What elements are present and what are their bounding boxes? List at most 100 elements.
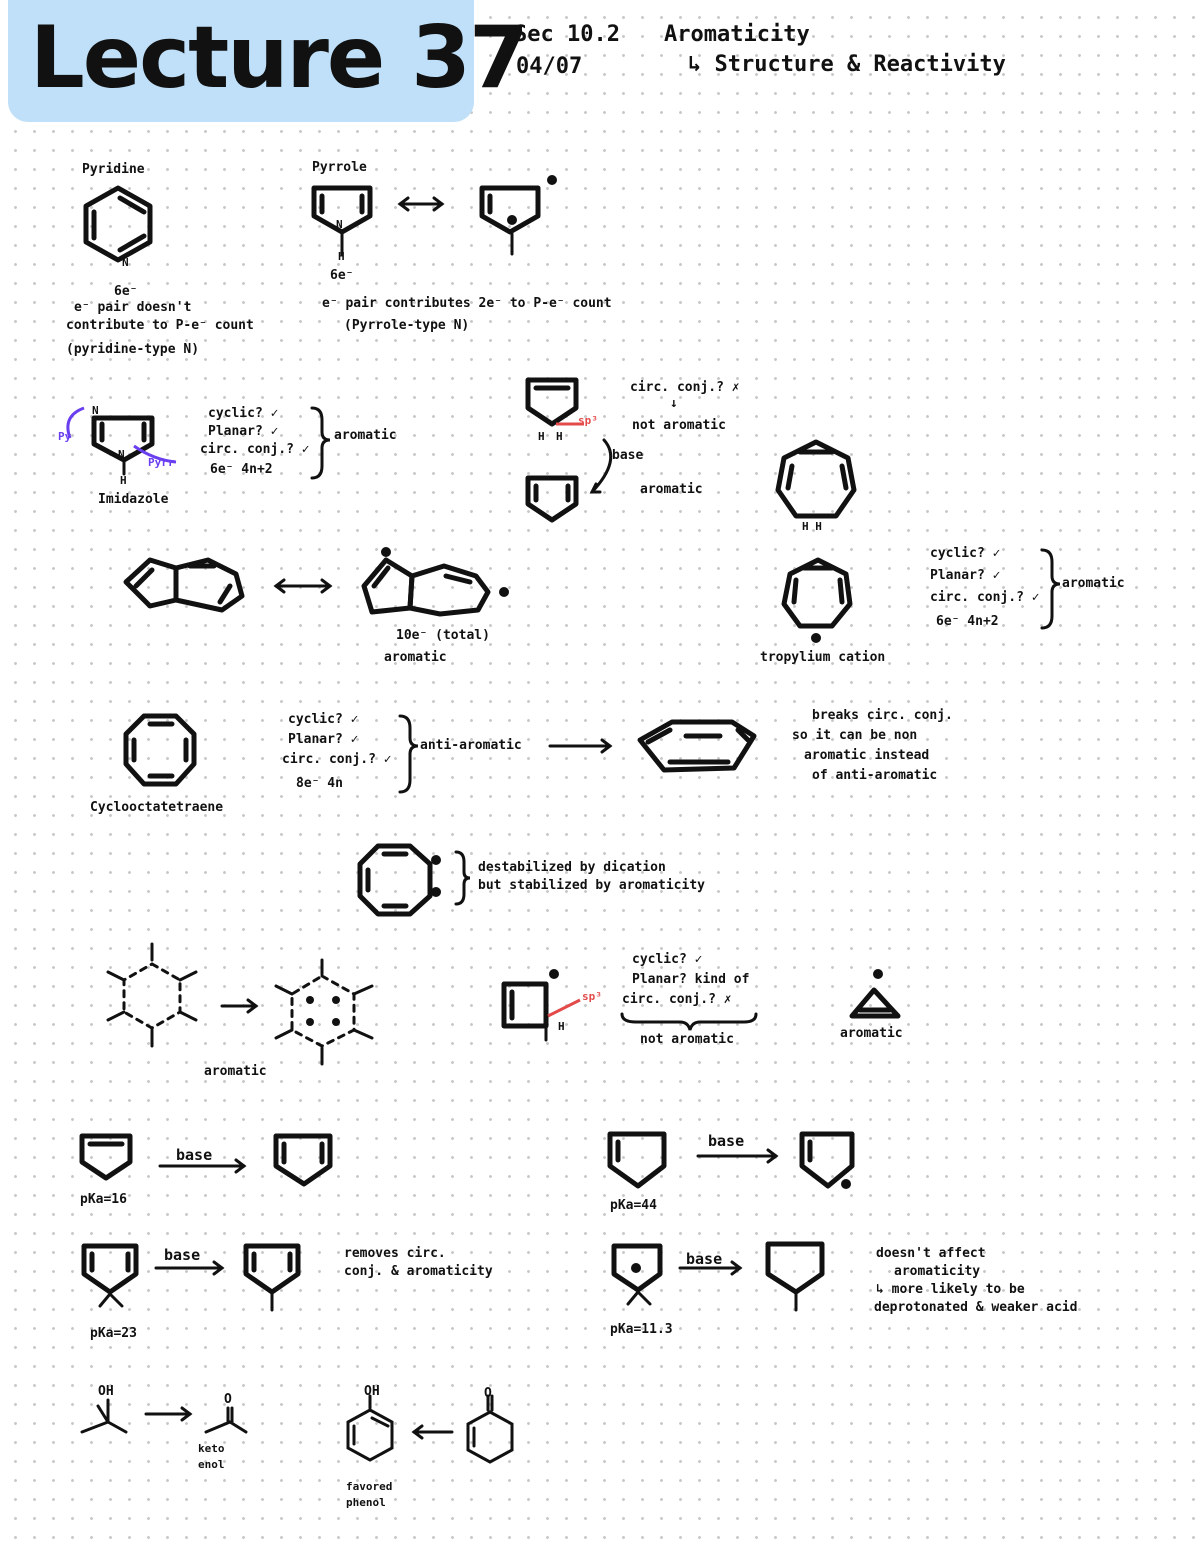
cyclooctatetraene-structure xyxy=(123,713,197,787)
cyclopentadiene-sp3-label: sp³ xyxy=(578,414,598,427)
imidazole-check-cyclic: cyclic? ✓ xyxy=(208,406,279,421)
pka-label-1: pKa=16 xyxy=(80,1192,127,1207)
pyrrole-note-1: e⁻ pair contributes 2e⁻ to P-e⁻ count xyxy=(322,296,612,311)
imidazole-check-planar: Planar? ✓ xyxy=(208,424,279,439)
keto-label-2: enol xyxy=(198,1458,225,1471)
pyridine-structure xyxy=(83,185,153,263)
cyclopentadiene-verdict: not aromatic xyxy=(632,418,726,433)
tropylium-check-conj: circ. conj.? ✓ xyxy=(930,590,1040,605)
pyrrole-electron-count: 6e⁻ xyxy=(330,268,354,283)
cyclobutene-verdict: not aromatic xyxy=(640,1032,734,1047)
cycloheptatriene-h-label: H H xyxy=(802,520,822,533)
phenol-oh-label: OH xyxy=(364,1384,380,1399)
pyrrole-deprotonation xyxy=(81,1243,301,1312)
page-title: Lecture 37 xyxy=(30,8,529,108)
pyrrole-acid-note-2: conj. & aromaticity xyxy=(344,1264,493,1279)
pyrrole-acid-note-1: removes circ. xyxy=(344,1246,446,1261)
section-number: Sec 10.2 xyxy=(514,22,620,47)
pyridine-label: Pyridine xyxy=(82,162,145,177)
subtopic-title: ↳ Structure & Reactivity xyxy=(688,52,1006,77)
cyclobutene-check-planar: Planar? kind of xyxy=(632,972,750,987)
cot-verdict: anti-aromatic xyxy=(420,738,522,753)
pyrrole-note-2: (Pyrrole-type N) xyxy=(344,318,470,333)
topic-title: Aromaticity xyxy=(664,22,810,47)
cyclopentadiene-conj-check: circ. conj.? ✗ xyxy=(630,380,740,395)
cyclobutene-sp3-label: sp³ xyxy=(582,990,602,1003)
phenol-label-2: phenol xyxy=(346,1496,386,1509)
base-label-1: base xyxy=(176,1146,213,1164)
cyclopentene-deprotonation xyxy=(607,1131,855,1189)
base-label-3: base xyxy=(164,1246,201,1264)
azulene-verdict: aromatic xyxy=(384,650,447,665)
cyclopentadienyl-verdict: aromatic xyxy=(640,482,703,497)
cyclopentadiene-structure xyxy=(525,377,613,494)
tub-cyclooctatetraene-structure xyxy=(637,719,757,773)
pyrrolidine-note-3: ↳ more likely to be xyxy=(876,1282,1025,1297)
base-label-4: base xyxy=(686,1250,723,1268)
tropylium-check-planar: Planar? ✓ xyxy=(930,568,1001,583)
benzene-verdict: aromatic xyxy=(204,1064,267,1079)
tub-note-3: aromatic instead xyxy=(804,748,930,763)
pyridine-note-1: e⁻ pair doesn't xyxy=(74,300,192,315)
cyclooctatetraene-label: Cyclooctatetraene xyxy=(90,800,224,815)
cyclobutene-check-conj: circ. conj.? ✗ xyxy=(622,992,732,1007)
lecture-date: 04/07 xyxy=(516,54,583,79)
cyclopropenyl-cation-structure xyxy=(849,969,901,1019)
imidazole-check-conj: circ. conj.? ✓ xyxy=(200,442,310,457)
cyclobutene-check-cyclic: cyclic? ✓ xyxy=(632,952,703,967)
cyclobutene-h-label: H xyxy=(558,1020,565,1033)
cot-check-cyclic: cyclic? ✓ xyxy=(288,712,359,727)
imidazole-h: H xyxy=(120,474,127,487)
dienone-o-label: O xyxy=(484,1386,492,1401)
cyclopentadiene-deprotonation xyxy=(79,1133,333,1187)
cot-dication-structure xyxy=(357,843,441,917)
cyclopentadiene-h1: H xyxy=(538,430,545,443)
tub-note-1: breaks circ. conj. xyxy=(812,708,953,723)
tropylium-verdict: aromatic xyxy=(1062,576,1125,591)
imidazole-label: Imidazole xyxy=(98,492,169,507)
phenol-label-1: favored xyxy=(346,1480,393,1493)
pyrrolidine-deprotonation xyxy=(611,1241,825,1312)
cycloheptatriene-structure xyxy=(775,439,857,519)
enol-keto-tautomer xyxy=(80,1398,248,1434)
imidazole-pyrr-label: Pyrr xyxy=(148,456,175,469)
cyclopentadiene-base-label: base xyxy=(612,448,644,463)
cyclopentadiene-h2: H xyxy=(556,430,563,443)
cot-dication-note-2: but stabilized by aromaticity xyxy=(478,878,705,893)
pka-label-2: pKa=44 xyxy=(610,1198,657,1213)
tub-note-2: so it can be non xyxy=(792,728,918,743)
pyrrolidine-note-1: doesn't affect xyxy=(876,1246,986,1261)
imidazole-py-label: Py xyxy=(58,430,72,443)
pyrrolidine-note-2: aromaticity xyxy=(894,1264,981,1279)
benzene-lone-pair-structure xyxy=(106,942,374,1066)
imidazole-n1: N xyxy=(92,404,99,417)
cyclobutene-structure xyxy=(501,969,581,1042)
cyclopentadienyl-anion-structure xyxy=(525,475,579,523)
keto-label-1: keto xyxy=(198,1442,225,1455)
imidazole-structure xyxy=(66,406,177,476)
tropylium-check-cyclic: cyclic? ✓ xyxy=(930,546,1001,561)
pyrrolidine-note-4: deprotonated & weaker acid xyxy=(874,1300,1078,1315)
pyrrole-structure xyxy=(311,175,557,256)
base-label-2: base xyxy=(708,1132,745,1150)
cyclopentadiene-arrow: ↓ xyxy=(670,396,678,411)
tub-note-4: of anti-aromatic xyxy=(812,768,938,783)
pyridine-note-2: contribute to P-e⁻ count xyxy=(66,318,254,333)
cot-check-count: 8e⁻ 4n xyxy=(296,776,343,791)
tropylium-structure xyxy=(781,557,853,643)
enol-oh-label: OH xyxy=(98,1384,114,1399)
pyrrole-n-label: N xyxy=(336,218,343,231)
cot-check-conj: circ. conj.? ✓ xyxy=(282,752,392,767)
keto-o-label: O xyxy=(224,1392,232,1407)
tropylium-label: tropylium cation xyxy=(760,650,886,665)
pyridine-note-3: (pyridine-type N) xyxy=(66,342,200,357)
imidazole-verdict: aromatic xyxy=(334,428,397,443)
pka-label-3: pKa=23 xyxy=(90,1326,137,1341)
imidazole-check-count: 6e⁻ 4n+2 xyxy=(210,462,273,477)
pyrrole-h-label: H xyxy=(338,250,345,263)
imidazole-n2: N xyxy=(118,448,125,461)
pyridine-n-label: N xyxy=(122,256,129,269)
pka-label-4: pKa=11.3 xyxy=(610,1322,673,1337)
cot-check-planar: Planar? ✓ xyxy=(288,732,359,747)
